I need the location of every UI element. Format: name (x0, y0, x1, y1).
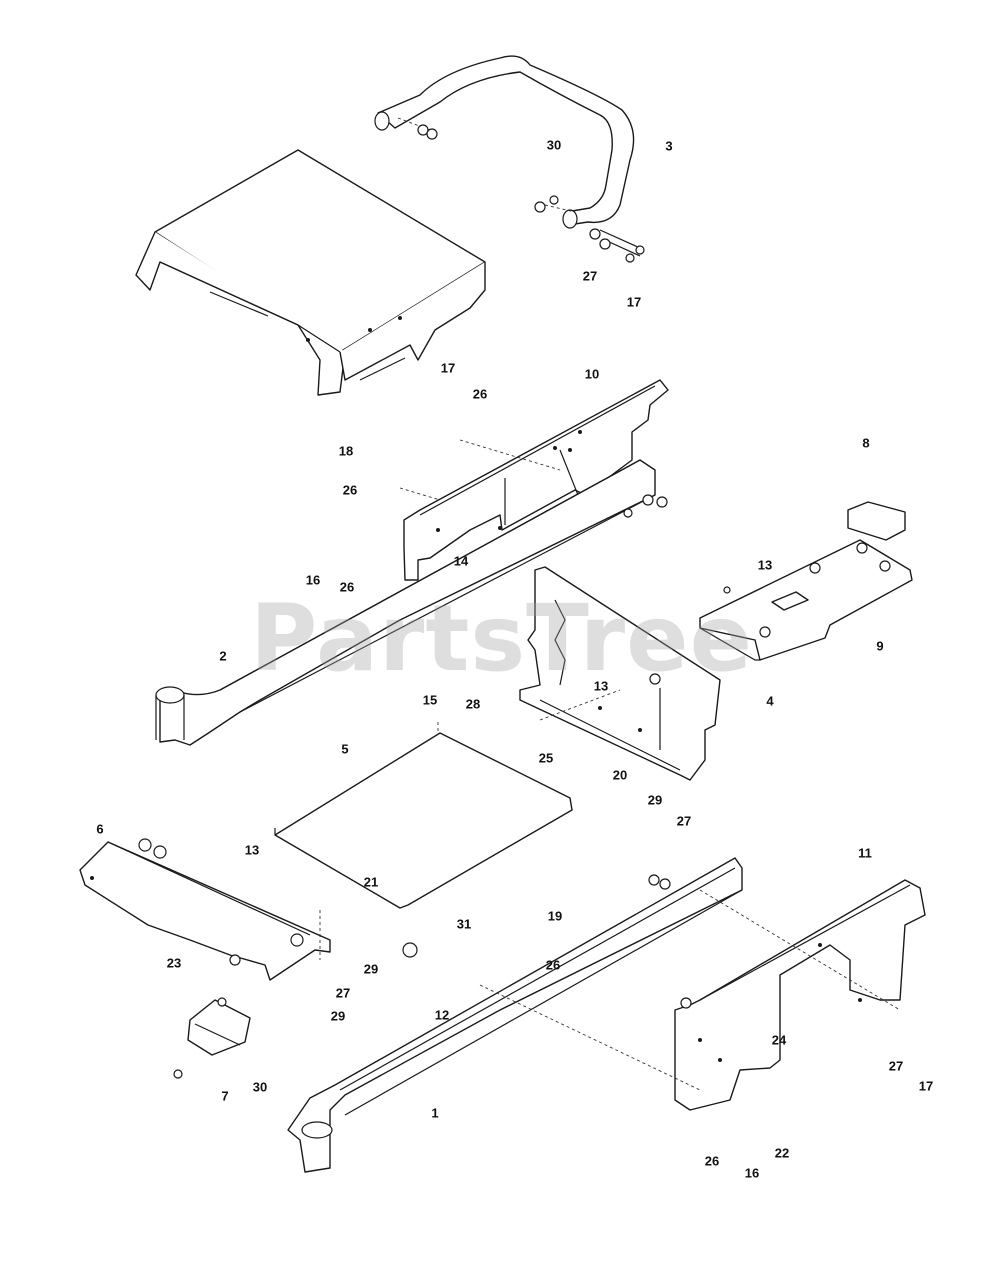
callout-4: 4 (766, 693, 774, 709)
callout-22: 22 (774, 1145, 790, 1161)
callout-7: 7 (221, 1088, 229, 1104)
right-rear-bracket-part (674, 879, 926, 1111)
callout-17: 17 (440, 360, 456, 376)
front-main-tube-part (287, 857, 743, 1173)
callout-12: 12 (434, 1007, 450, 1023)
floor-pan-part (274, 722, 573, 909)
callout-26: 26 (704, 1153, 720, 1169)
callout-23: 23 (166, 955, 182, 971)
callout-21: 21 (363, 874, 379, 890)
callout-5: 5 (341, 741, 349, 757)
callout-30: 30 (252, 1079, 268, 1095)
watermark-text: PartsTree (250, 585, 753, 692)
callout-25: 25 (538, 750, 554, 766)
callout-27: 27 (676, 813, 692, 829)
callout-9: 9 (876, 638, 884, 654)
callout-20: 20 (612, 767, 628, 783)
left-channel-part (79, 838, 331, 981)
callout-26: 26 (342, 482, 358, 498)
callout-3: 3 (665, 138, 673, 154)
callout-16: 16 (305, 572, 321, 588)
callout-10: 10 (584, 366, 600, 382)
right-bracket-part (519, 566, 721, 781)
callout-2: 2 (219, 648, 227, 664)
foot-plate-part (699, 501, 913, 661)
callout-29: 29 (647, 792, 663, 808)
callout-27: 27 (335, 985, 351, 1001)
callout-29: 29 (363, 961, 379, 977)
callout-17: 17 (626, 294, 642, 310)
callout-26: 26 (339, 579, 355, 595)
callout-14: 14 (453, 553, 469, 569)
callout-18: 18 (338, 443, 354, 459)
callout-17: 17 (918, 1078, 934, 1094)
callout-27: 27 (888, 1058, 904, 1074)
callout-24: 24 (771, 1032, 787, 1048)
callout-13: 13 (593, 678, 609, 694)
seat-pan-part (135, 149, 486, 396)
callout-26: 26 (472, 386, 488, 402)
callout-8: 8 (862, 435, 870, 451)
callout-27: 27 (582, 268, 598, 284)
handle-bar-part (374, 55, 645, 263)
callout-15: 15 (422, 692, 438, 708)
assembly-guide-lines (319, 439, 901, 1091)
callout-26: 26 (545, 957, 561, 973)
callout-31: 31 (456, 916, 472, 932)
callout-19: 19 (547, 908, 563, 924)
callout-30: 30 (546, 137, 562, 153)
small-bracket-part (173, 997, 251, 1079)
callout-13: 13 (757, 557, 773, 573)
callout-6: 6 (96, 821, 104, 837)
callout-11: 11 (858, 845, 872, 861)
callout-1: 1 (431, 1105, 439, 1121)
callout-29: 29 (330, 1008, 346, 1024)
callout-13: 13 (244, 842, 260, 858)
callout-16: 16 (744, 1165, 760, 1181)
callout-28: 28 (465, 696, 481, 712)
left-main-tube-part (155, 459, 668, 746)
